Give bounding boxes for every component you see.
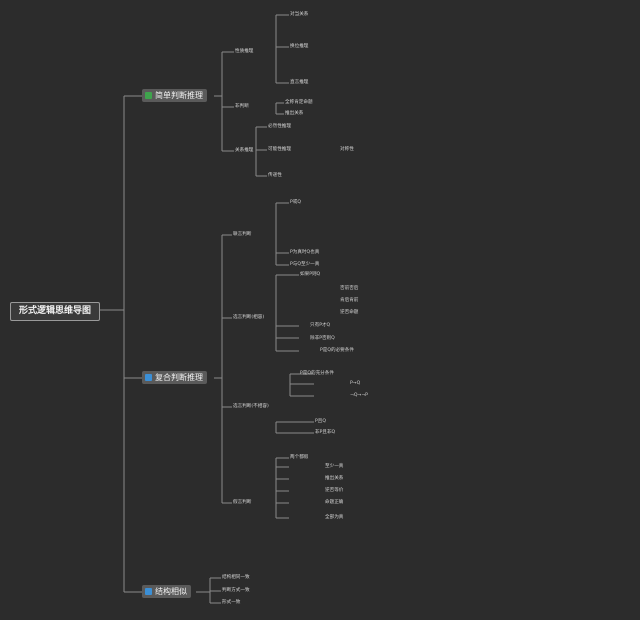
node-l3[interactable]: 非P且非Q [315,430,336,435]
node-l3[interactable]: P与Q至少一真 [290,262,320,267]
node-disjunctive-incompatible[interactable]: 选言判断(不相容) [233,404,269,409]
node-l3[interactable]: P为真时Q也真 [290,250,320,255]
node-l3[interactable]: 否前否后 [340,286,359,291]
node-l3[interactable]: 两个都假 [290,455,309,460]
node-l3[interactable]: P或Q [290,200,301,205]
node-l3[interactable]: 只有P才Q [310,323,331,328]
node-l3[interactable]: P是Q的充分条件 [300,371,334,376]
square-icon [145,588,152,595]
node-l3[interactable]: 如果P则Q [300,272,321,277]
branch-simple-judgment[interactable]: 简单判断推理 [142,89,207,102]
node-l3[interactable]: 换位推理 [290,44,309,49]
node-l3[interactable]: 逆否命题 [340,310,359,315]
branch-label: 简单判断推理 [155,91,203,100]
node-l3[interactable]: 传递性 [268,173,282,178]
branch-compound-judgment[interactable]: 复合判断推理 [142,371,207,384]
node-conjunctive[interactable]: 联言判断 [233,232,252,237]
node-l3[interactable]: 全称肯定命题 [285,100,313,105]
node-l3[interactable]: 可能性推理 [268,147,291,152]
node-l3[interactable]: 除非P否则Q [310,336,335,341]
node-l3[interactable]: 逆否等价 [325,488,344,493]
node-l3[interactable]: 推出关系 [285,111,304,116]
node-l3[interactable]: 对当关系 [290,12,309,17]
node-l3[interactable]: 至少一真 [325,464,344,469]
branch-label: 结构相似 [155,587,187,596]
node-hypothetical[interactable]: 假言判断 [233,500,252,505]
node-l3[interactable]: P→Q [350,381,361,386]
flag-icon [145,374,152,381]
node-disjunctive-compatible[interactable]: 选言判断(相容) [233,315,265,320]
node-l3[interactable]: 全部为真 [325,515,344,520]
node-l3[interactable]: 必然性推理 [268,124,291,129]
node-negation[interactable]: 非判断 [235,104,249,109]
node-l3[interactable]: P且Q [315,419,326,424]
node-structure-3[interactable]: 形式一致 [222,600,241,605]
node-structure-1[interactable]: 结构相同一致 [222,575,250,580]
branch-label: 复合判断推理 [155,373,203,382]
node-l3[interactable]: 直言推理 [290,80,309,85]
node-structure-2[interactable]: 判断方式一致 [222,588,250,593]
node-l3[interactable]: P是Q的必要条件 [320,348,354,353]
node-l3[interactable]: ¬Q→¬P [350,393,368,398]
branch-structure-similarity[interactable]: 结构相似 [142,585,191,598]
node-property-reasoning[interactable]: 性质推理 [235,49,254,54]
root-node[interactable]: 形式逻辑思维导图 [10,302,100,321]
node-relation-reasoning[interactable]: 关系推理 [235,148,254,153]
node-l3[interactable]: 肯后肯前 [340,298,359,303]
node-l3[interactable]: 命题正确 [325,500,344,505]
node-l3[interactable]: 对称性 [340,147,354,152]
thumbs-up-icon [145,92,152,99]
node-l3[interactable]: 推出关系 [325,476,344,481]
